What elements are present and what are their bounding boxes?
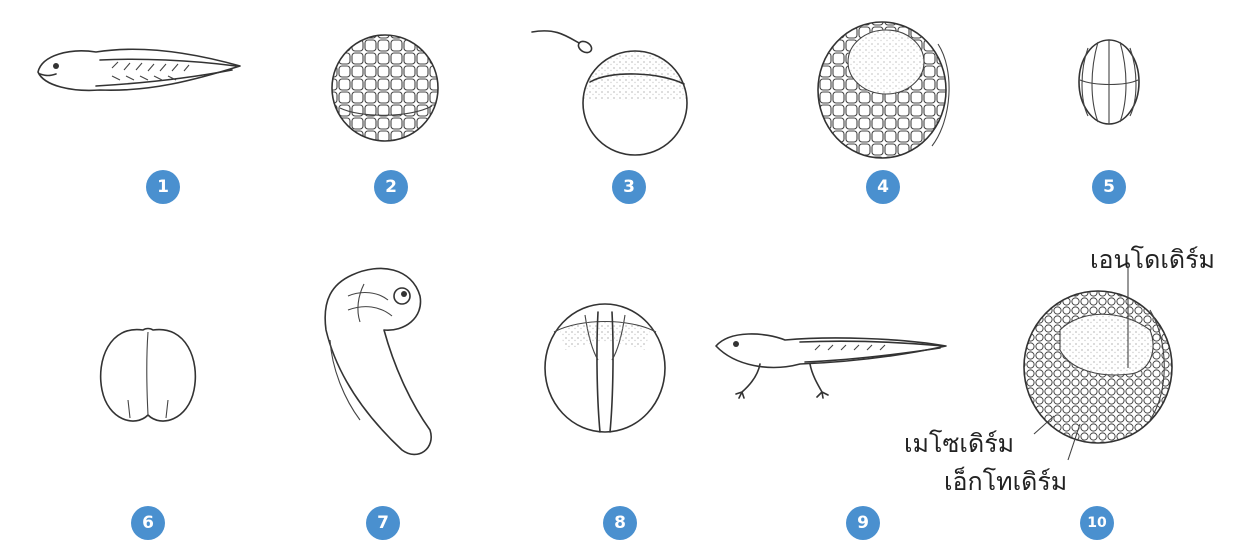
- stage-3-egg-sperm-drawing: [532, 31, 690, 160]
- stage-8-neurula-drawing: [545, 304, 665, 432]
- stage-6-two-cell-drawing: [101, 329, 196, 422]
- stage-10-gastrula-drawing: [1024, 268, 1172, 460]
- endoderm-label: เอนโดเดิร์ม: [1090, 240, 1215, 280]
- stage-2-morula-drawing: [332, 35, 438, 141]
- stage-4-badge: 4: [866, 170, 900, 204]
- stage-9-young-frog-drawing: [716, 334, 946, 398]
- stage-3-badge: 3: [612, 170, 646, 204]
- stage-5-eight-cell-drawing: [1079, 40, 1139, 124]
- stage-4-blastula-drawing: [818, 22, 949, 158]
- stage-1-badge: 1: [146, 170, 180, 204]
- ectoderm-label: เอ็กโทเดิร์ม: [944, 462, 1067, 502]
- stage-6-badge: 6: [131, 506, 165, 540]
- stage-8-badge: 8: [603, 506, 637, 540]
- stage-1-tadpole-drawing: [38, 49, 240, 90]
- stage-5-badge: 5: [1092, 170, 1126, 204]
- mesoderm-label: เมโซเดิร์ม: [904, 424, 1014, 464]
- stage-10-badge: 10: [1080, 506, 1114, 540]
- stage-7-curved-embryo-drawing: [325, 268, 431, 454]
- stage-7-badge: 7: [366, 506, 400, 540]
- stage-9-badge: 9: [846, 506, 880, 540]
- stage-2-badge: 2: [374, 170, 408, 204]
